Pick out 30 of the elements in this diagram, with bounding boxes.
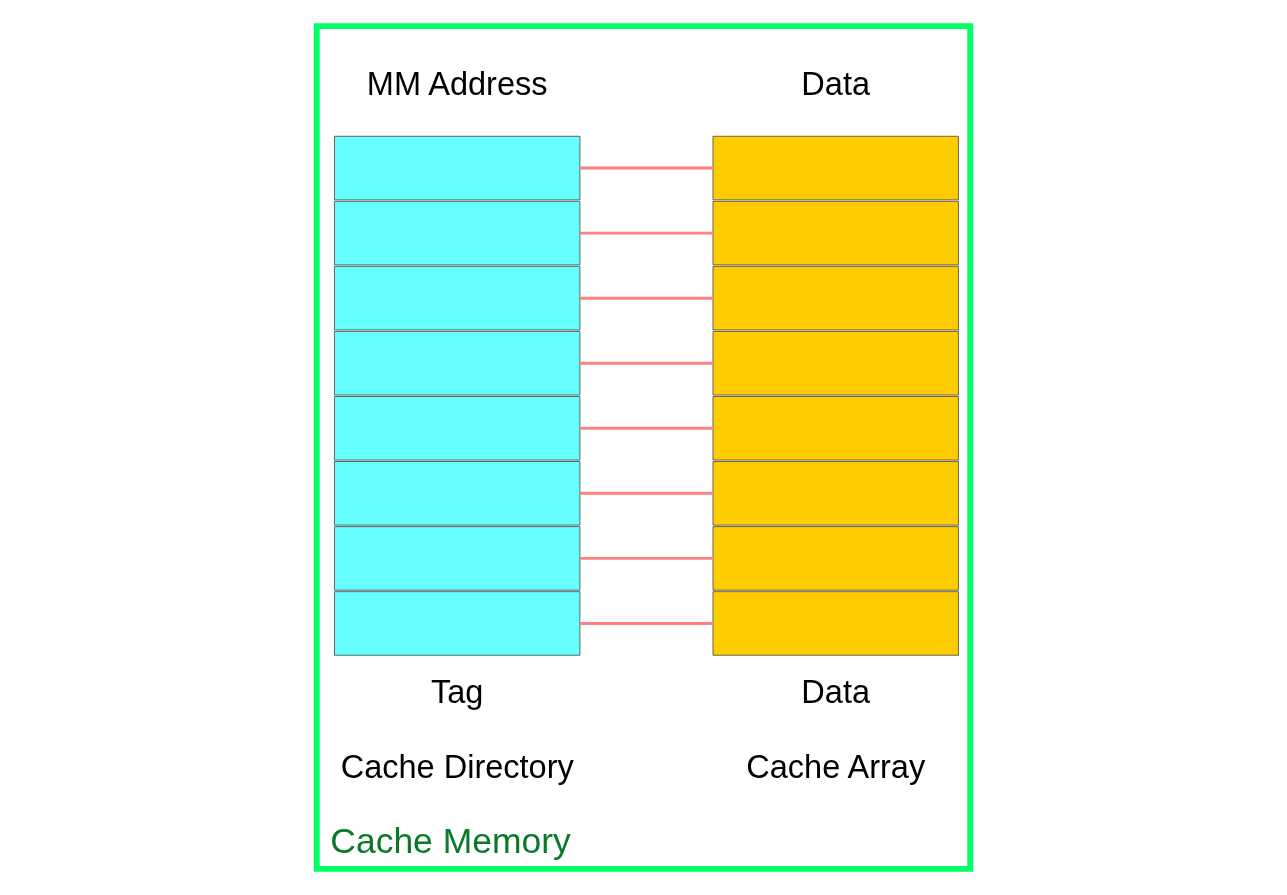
label: Cache Directory <box>340 749 574 786</box>
connector <box>580 491 713 495</box>
node-box <box>712 461 959 526</box>
connector <box>580 556 713 560</box>
node-box <box>712 135 959 201</box>
node-box <box>334 265 581 331</box>
connector <box>580 296 713 300</box>
node-box <box>712 200 959 266</box>
node-box <box>334 200 581 266</box>
node-box <box>334 526 581 591</box>
node-box <box>712 396 959 461</box>
node-box <box>712 591 959 656</box>
label: Data <box>801 66 871 103</box>
node-box <box>712 526 959 591</box>
label: Tag <box>430 673 484 710</box>
node-box <box>334 331 581 396</box>
label: Cache Array <box>746 749 926 786</box>
connector <box>580 166 713 170</box>
connector <box>580 231 713 235</box>
connector <box>580 426 713 430</box>
label: Data <box>801 673 871 710</box>
node-box <box>334 396 581 461</box>
connector <box>580 361 713 365</box>
label: MM Address <box>366 66 548 103</box>
node-box <box>334 591 581 656</box>
node-box <box>712 331 959 396</box>
node-box <box>712 265 959 331</box>
node-box <box>334 461 581 526</box>
connector <box>580 621 713 625</box>
node-box <box>334 135 581 201</box>
